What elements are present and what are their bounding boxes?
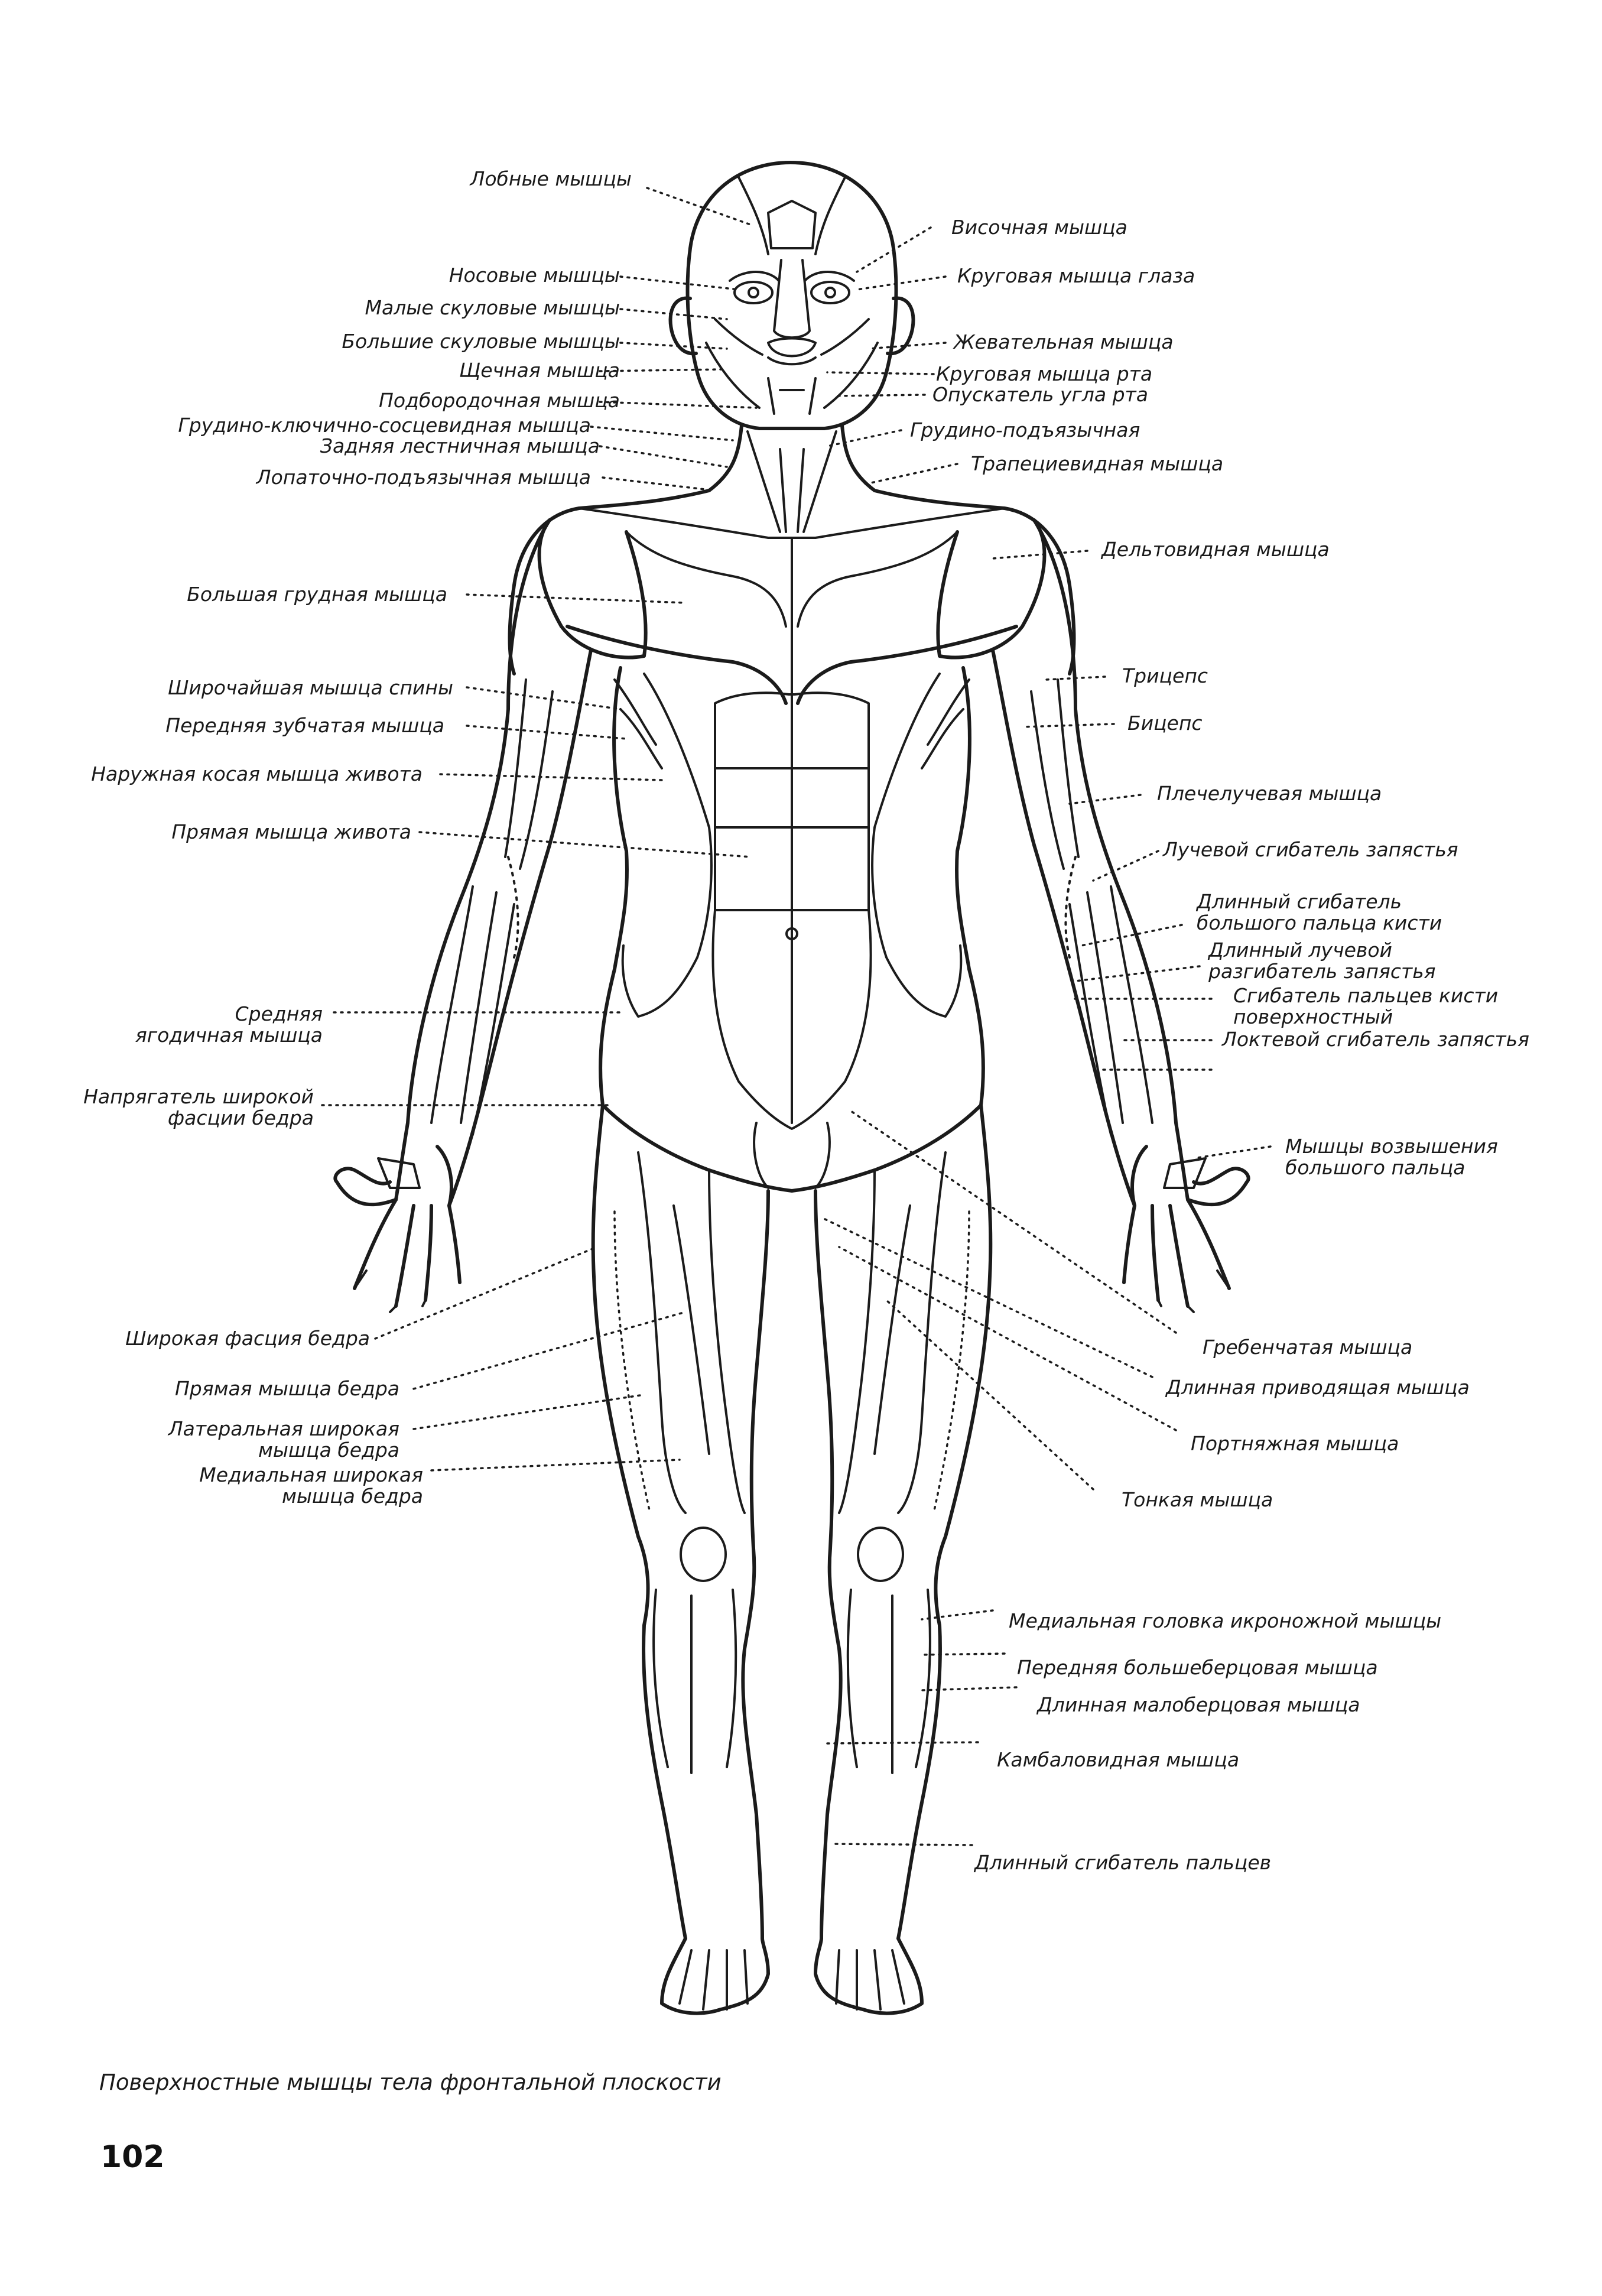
label-flexor-carpi-radialis: Лучевой сгибатель запястья: [1163, 838, 1458, 861]
label-scalenus-posterior: Задняя лестничная мышца: [320, 434, 600, 457]
label-nasalis: Носовые мышцы: [449, 264, 620, 287]
label-orbicularis-oris: Круговая мышца рта: [936, 362, 1153, 385]
label-brachioradialis: Плечелучевая мышца: [1157, 782, 1382, 805]
left-arm-outline: [333, 518, 593, 1313]
label-tibialis-anterior: Передняя большеберцовая мышца: [1017, 1656, 1378, 1679]
label-sternohyoid: Грудино-подъязычная: [910, 418, 1140, 441]
label-gastrocnemius-medial-head: Медиальная головка икроножной мышцы: [1009, 1609, 1442, 1632]
label-biceps: Бицепс: [1127, 712, 1203, 735]
page-number: 102: [100, 2139, 165, 2175]
label-masseter: Жевательная мышца: [954, 330, 1174, 353]
left-leg-outline: [591, 1103, 770, 2015]
label-thenar-muscles: Мышцы возвышения большого пальца: [1285, 1135, 1498, 1179]
head-outline: [668, 161, 915, 430]
label-vastus-lateralis: Латеральная широкая мышца бедра: [168, 1417, 399, 1462]
label-tensor-fasciae-latae: Напрягатель широкой фасции бедра: [83, 1085, 314, 1129]
label-sartorius: Портняжная мышца: [1191, 1432, 1399, 1455]
label-adductor-longus: Длинная приводящая мышца: [1166, 1376, 1470, 1399]
label-external-oblique: Наружная косая мышца живота: [91, 762, 423, 785]
label-temporalis: Височная мышца: [951, 216, 1127, 239]
label-leader-lines: [321, 187, 1272, 1846]
label-latissimus-dorsi: Широчайшая мышца спины: [168, 676, 453, 699]
label-extensor-carpi-radialis-longus: Длинный лучевой разгибатель запястья: [1208, 938, 1436, 983]
right-arm-outline: [991, 518, 1250, 1313]
label-trapezius: Трапециевидная мышца: [971, 452, 1224, 475]
label-orbicularis-oculi: Круговая мышца глаза: [957, 264, 1195, 287]
label-vastus-medialis: Медиальная широкая мышца бедра: [199, 1463, 423, 1508]
label-flexor-digitorum-superficialis: Сгибатель пальцев кисти поверхностный: [1233, 984, 1499, 1028]
label-zygomaticus-minor: Малые скуловые мышцы: [365, 296, 620, 319]
label-fascia-lata: Широкая фасция бедра: [125, 1327, 370, 1350]
label-pectineus: Гребенчатая мышца: [1203, 1336, 1413, 1359]
label-pectoralis-major: Большая грудная мышца: [187, 583, 447, 606]
label-flexor-carpi-ulnaris: Локтевой сгибатель запястья: [1222, 1028, 1529, 1051]
torso-outline: [508, 424, 1076, 1193]
label-flexor-pollicis-longus: Длинный сгибатель большого пальца кисти: [1197, 890, 1442, 934]
label-depressor-anguli-oris: Опускатель угла рта: [932, 383, 1148, 406]
right-leg-outline: [814, 1103, 993, 2015]
label-mentalis: Подбородочная мышца: [379, 389, 620, 412]
label-zygomaticus-major: Большие скуловые мышцы: [342, 330, 620, 353]
label-flexor-digitorum-longus: Длинный сгибатель пальцев: [974, 1851, 1272, 1874]
label-gracilis: Тонкая мышца: [1122, 1488, 1273, 1511]
figure-caption: Поверхностные мышцы тела фронтальной пло…: [99, 2070, 722, 2095]
label-frontalis: Лобные мышцы: [470, 167, 632, 190]
label-deltoid: Дельтовидная мышца: [1101, 538, 1330, 561]
label-sternocleidomastoid: Грудино-ключично-сосцевидная мышца: [178, 414, 591, 437]
label-soleus: Камбаловидная мышца: [997, 1748, 1240, 1771]
label-serratus-anterior: Передняя зубчатая мышца: [165, 714, 444, 737]
label-gluteus-medius: Средняя ягодичная мышца: [135, 1002, 323, 1047]
label-buccinator: Щечная мышца: [459, 359, 620, 382]
label-rectus-femoris: Прямая мышца бедра: [174, 1377, 399, 1400]
label-omohyoid: Лопаточно-подъязычная мышца: [256, 466, 591, 489]
label-peroneus-longus: Длинная малоберцовая мышца: [1037, 1693, 1360, 1716]
label-triceps: Трицепс: [1122, 664, 1208, 687]
label-rectus-abdominis: Прямая мышца живота: [171, 820, 411, 843]
